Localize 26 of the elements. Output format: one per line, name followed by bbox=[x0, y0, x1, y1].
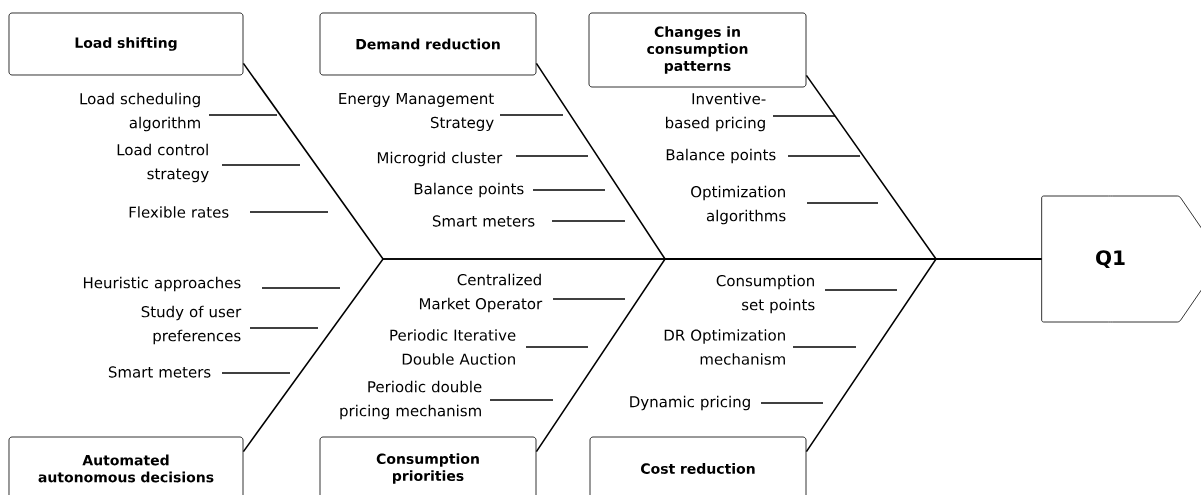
cause-text: Periodic double pricing mechanism bbox=[340, 380, 482, 420]
cause-text: Smart meters bbox=[108, 366, 211, 378]
problem-box: Q1 bbox=[1041, 195, 1201, 323]
category-box: Automated autonomous decisions bbox=[8, 436, 244, 495]
cause-text: Consumption set points bbox=[716, 274, 815, 314]
category-box: Cost reduction bbox=[589, 436, 807, 495]
cause-text: Study of user preferences bbox=[141, 305, 242, 345]
cause-text: Smart meters bbox=[432, 215, 535, 227]
cause-text: Dynamic pricing bbox=[630, 395, 750, 411]
cause-text: Centralized Market Operator bbox=[420, 273, 543, 313]
cause-text: DR Optimization mechanism bbox=[664, 329, 785, 365]
fishbone-line bbox=[805, 258, 1043, 453]
cause-text: Load scheduling algorithm bbox=[80, 92, 200, 132]
category-box: Demand reduction bbox=[319, 12, 537, 76]
cause-text: Heuristic approaches bbox=[84, 276, 241, 292]
cause-text: Microgrid cluster bbox=[377, 151, 503, 167]
category-box: Consumption priorities bbox=[319, 436, 537, 495]
cause-text: Flexible rates bbox=[129, 206, 229, 218]
cause-text: Energy Management Strategy bbox=[339, 93, 494, 132]
category-box: Load shifting bbox=[8, 12, 244, 76]
cause-text: Periodic Iterative Double Auction bbox=[390, 329, 516, 365]
category-box: Changes in consumption patterns bbox=[588, 12, 807, 88]
cause-text: Balance points bbox=[666, 148, 776, 164]
cause-text: Load control strategy bbox=[117, 143, 209, 183]
cause-text: Balance points bbox=[414, 182, 524, 198]
cause-text: Optimization algorithms bbox=[691, 185, 786, 225]
